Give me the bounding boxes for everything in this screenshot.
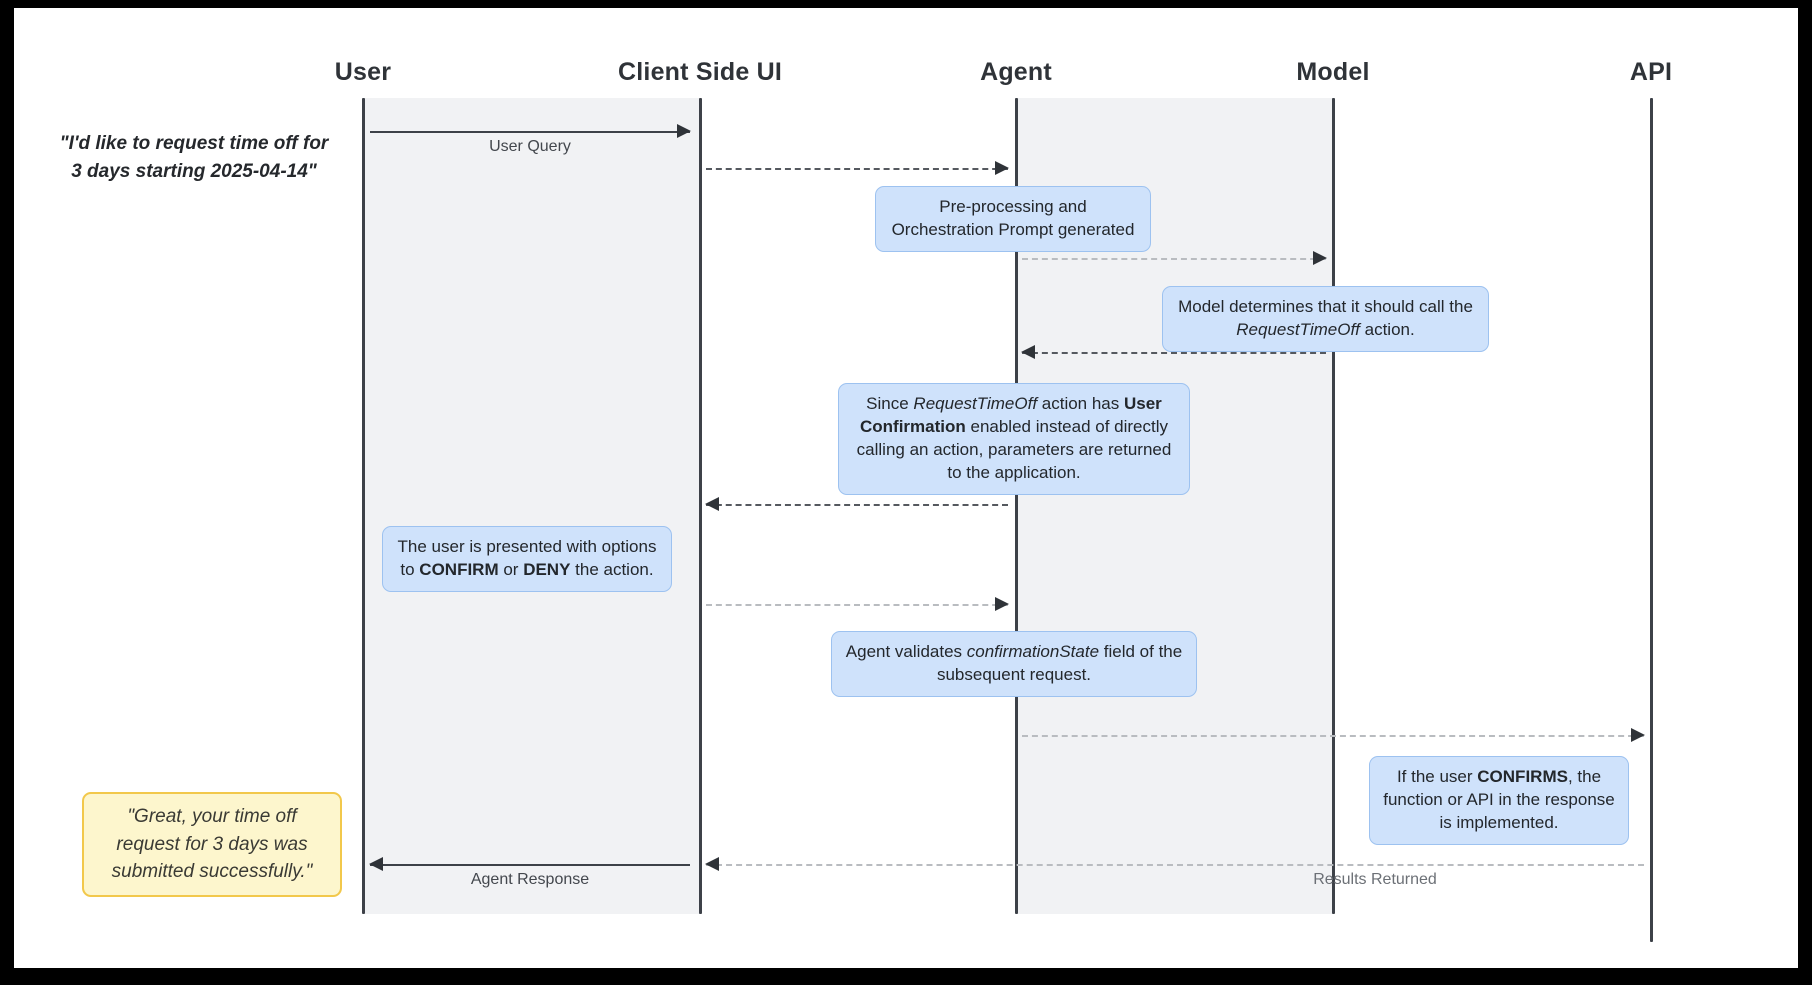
lifeline-user <box>362 98 365 914</box>
message-client-to-agent-2-line <box>706 604 1008 606</box>
message-client-to-agent-line <box>706 168 1008 170</box>
arrowhead-right-icon <box>995 597 1009 611</box>
note-api-implemented-strong: CONFIRMS <box>1477 767 1568 786</box>
note-user-confirmation-seg3: enabled instead of directly calling an a… <box>856 416 1172 482</box>
message-agent-to-api-line <box>1022 735 1644 737</box>
participant-label-client-side-ui: Client Side UI <box>618 58 782 86</box>
lifeline-api <box>1650 98 1653 942</box>
note-user-confirmation-seg2: action has <box>1037 394 1124 413</box>
note-api-implemented-seg2: , the function or API in the response is… <box>1383 767 1615 832</box>
note-preprocessing-line1: Pre-processing and <box>939 197 1087 216</box>
note-preprocessing: Pre-processing and Orchestration Prompt … <box>875 186 1151 252</box>
participant-label-model: Model <box>1296 58 1370 86</box>
note-model-determines: Model determines that it should call the… <box>1162 286 1489 352</box>
note-model-determines-seg2: action. <box>1359 319 1415 339</box>
note-user-confirmation-strong: User Confirmation <box>859 394 1162 436</box>
diagram-sheet: User Client Side UI Agent Model API User… <box>14 8 1798 968</box>
message-user-query-label: User Query <box>489 138 571 155</box>
message-model-to-agent-line <box>1022 352 1326 354</box>
note-confirm-or-deny-strong-deny: DENY <box>523 559 571 579</box>
arrowhead-left-icon <box>1021 345 1035 359</box>
note-confirm-or-deny-seg3: the action. <box>570 559 654 579</box>
arrowhead-right-icon <box>1631 728 1645 742</box>
note-user-confirmation: Since RequestTimeOff action has User Con… <box>838 383 1190 495</box>
note-user-request-line2: 3 days starting 2025-04-14" <box>71 160 317 182</box>
lifeline-client-side-ui <box>699 98 702 914</box>
note-agent-validates: Agent validates confirmationState field … <box>831 631 1197 697</box>
note-user-confirmation-seg1: Since <box>866 394 914 413</box>
arrowhead-right-icon <box>1313 251 1327 265</box>
note-confirm-or-deny-seg1: The user is presented with options to <box>397 537 657 579</box>
note-agent-validates-seg1: Agent validates <box>845 642 967 661</box>
note-agent-validates-emphasis: confirmationState <box>966 642 1100 661</box>
message-agent-to-model-line <box>1022 258 1326 260</box>
message-agent-response-line <box>370 864 690 866</box>
arrowhead-left-icon <box>369 857 383 871</box>
note-user-confirmation-emphasis: RequestTimeOff <box>913 394 1038 413</box>
band-user-to-client <box>363 98 700 914</box>
note-preprocessing-line2: Orchestration Prompt generated <box>891 219 1135 239</box>
arrowhead-right-icon <box>995 161 1009 175</box>
note-confirm-or-deny: The user is presented with options to CO… <box>382 526 672 592</box>
note-agent-validates-seg2: field of the subsequent request. <box>936 642 1183 684</box>
message-results-returned-label: Results Returned <box>1313 871 1437 888</box>
arrowhead-left-icon <box>705 497 719 511</box>
participant-label-api: API <box>1629 58 1673 86</box>
participant-label-agent: Agent <box>980 58 1052 86</box>
note-model-determines-emphasis: RequestTimeOff <box>1236 319 1360 339</box>
note-user-request-line1: "I'd like to request time off for <box>59 133 329 154</box>
arrowhead-right-icon <box>677 124 691 138</box>
lifeline-agent <box>1015 98 1018 914</box>
arrowhead-left-icon <box>705 857 719 871</box>
note-confirm-or-deny-strong-confirm: CONFIRM <box>419 559 499 579</box>
note-model-determines-seg1: Model determines that it should call the <box>1178 297 1473 316</box>
message-user-query-line <box>370 131 690 133</box>
note-confirm-or-deny-seg2: or <box>498 559 524 579</box>
note-final-response: "Great, your time off request for 3 days… <box>82 792 342 897</box>
participant-label-user: User <box>334 58 392 86</box>
message-agent-response-label: Agent Response <box>470 871 590 888</box>
message-results-returned-line <box>706 864 1644 866</box>
note-api-implemented-seg1: If the user <box>1396 767 1478 786</box>
note-api-implemented: If the user CONFIRMS, the function or AP… <box>1369 756 1629 845</box>
lifeline-model <box>1332 98 1335 914</box>
note-user-request: "I'd like to request time off for 3 days… <box>44 121 344 194</box>
message-agent-to-client-line <box>706 504 1008 506</box>
